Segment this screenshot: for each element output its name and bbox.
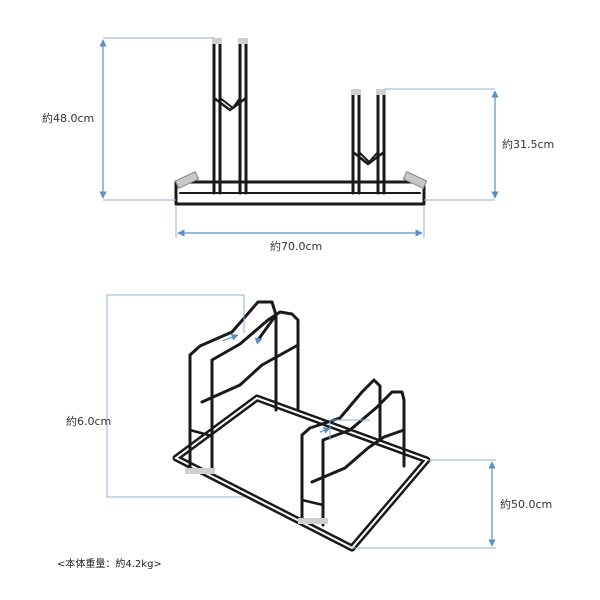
dimension-width: 約70.0cm <box>175 206 425 253</box>
front-short-holder <box>351 89 386 195</box>
depth-label: 約50.0cm <box>500 497 552 511</box>
slot-width-label: 約6.0cm <box>66 414 111 428</box>
perspective-short-holder <box>298 378 406 527</box>
dimension-height-total: 約48.0cm <box>42 37 214 201</box>
weight-note: <本体重量：約4.2kg> <box>57 557 162 570</box>
perspective-view: 約6.0cm 約50.0cm <box>66 294 552 552</box>
dimension-slot-width: 約6.0cm <box>66 294 370 498</box>
front-view: 約48.0cm 約31.5cm 約70.0cm <box>42 37 554 253</box>
dimension-depth: 約50.0cm <box>352 459 552 549</box>
front-left-cap <box>174 171 200 189</box>
width-label: 約70.0cm <box>270 239 322 253</box>
front-tall-holder <box>212 38 248 195</box>
perspective-rack-drawing <box>172 300 431 552</box>
perspective-tall-holder <box>185 300 300 474</box>
height-short-label: 約31.5cm <box>502 137 554 151</box>
front-right-cap <box>402 171 428 189</box>
front-base-frame <box>174 180 426 206</box>
height-total-label: 約48.0cm <box>42 111 94 125</box>
front-rack-drawing <box>174 38 428 206</box>
dimension-height-short: 約31.5cm <box>384 88 554 201</box>
